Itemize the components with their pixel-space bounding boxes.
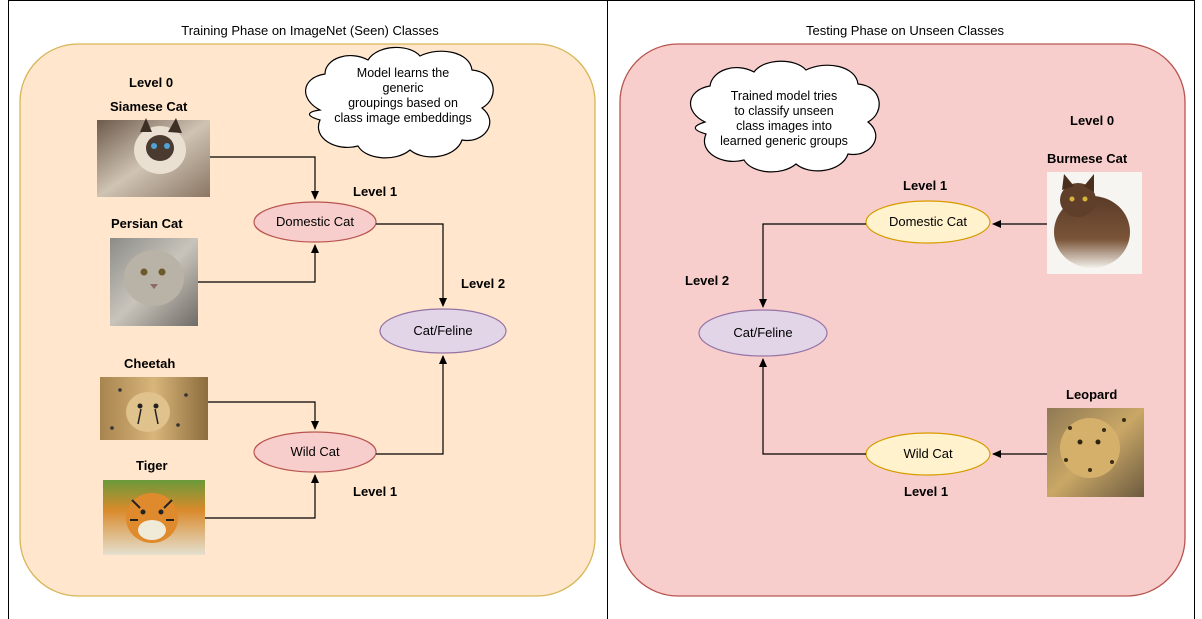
- testing-cloud-line-4: learned generic groups: [720, 134, 848, 148]
- testing-thought-cloud: [689, 60, 880, 173]
- testing-level2-label: Level 2: [685, 273, 730, 288]
- middle-divider: [607, 0, 608, 619]
- testing-level0-label: Level 0: [1070, 113, 1115, 128]
- training-cloud-line-4: class image embeddings: [334, 111, 472, 125]
- training-feline-text: Cat/Feline: [413, 323, 473, 338]
- testing-feline-node: [698, 309, 828, 357]
- right-border: [1194, 0, 1195, 619]
- persian-cat-label: Persian Cat: [111, 216, 183, 231]
- testing-domestic-cat-text: Domestic Cat: [888, 214, 968, 229]
- training-domestic-cat-text: Domestic Cat: [275, 214, 355, 229]
- testing-cloud-text: Trained model tries to classify unseen c…: [714, 89, 854, 149]
- edge-domestic-to-feline: [376, 223, 447, 307]
- training-cloud-line-1: Model learns the: [356, 66, 450, 80]
- training-wild-cat-text: Wild Cat: [290, 444, 340, 459]
- testing-cloud-line-1: Trained model tries: [730, 89, 838, 103]
- testing-panel: [619, 43, 1186, 597]
- cheetah-photo: [100, 377, 208, 440]
- testing-wild-cat-text: Wild Cat: [903, 446, 953, 461]
- edge-domestic-to-feline-test: [759, 223, 866, 308]
- burmese-cat-photo: [1047, 172, 1142, 274]
- edge-siamese-to-domestic: [210, 156, 319, 200]
- testing-cloud-line-3: class images into: [736, 119, 832, 133]
- top-border: [8, 0, 1195, 1]
- edge-cheetah-to-wild: [208, 401, 319, 430]
- testing-cloud-line-2: to classify unseen: [734, 104, 834, 118]
- edge-tiger-to-wild: [205, 474, 319, 519]
- training-level0-label: Level 0: [129, 75, 174, 90]
- siamese-cat-label: Siamese Cat: [110, 99, 188, 114]
- persian-cat-photo: [110, 238, 198, 326]
- training-domestic-cat-node: [253, 201, 377, 243]
- training-wild-cat-node: [253, 431, 377, 473]
- burmese-cat-label: Burmese Cat: [1047, 151, 1128, 166]
- tiger-photo: [103, 480, 205, 555]
- training-cloud-text: Model learns the generic groupings based…: [328, 66, 478, 126]
- testing-title: Testing Phase on Unseen Classes: [805, 23, 1004, 38]
- testing-feline-text: Cat/Feline: [733, 325, 793, 340]
- training-title: Training Phase on ImageNet (Seen) Classe…: [181, 23, 439, 38]
- training-level1-bottom-label: Level 1: [353, 484, 398, 499]
- leopard-label: Leopard: [1066, 387, 1118, 402]
- leopard-photo: [1047, 408, 1144, 497]
- testing-domestic-cat-node: [865, 200, 991, 244]
- tiger-label: Tiger: [136, 458, 168, 473]
- edge-persian-to-domestic: [198, 244, 319, 283]
- training-cloud-line-2: generic: [382, 81, 424, 95]
- testing-level1-bottom-label: Level 1: [904, 484, 949, 499]
- cheetah-label: Cheetah: [124, 356, 176, 371]
- training-feline-node: [379, 308, 507, 354]
- training-level2-label: Level 2: [461, 276, 506, 291]
- training-thought-cloud: [305, 46, 494, 159]
- testing-level1-top-label: Level 1: [903, 178, 948, 193]
- edge-wild-to-feline-test: [759, 358, 866, 455]
- left-border: [8, 0, 9, 619]
- training-level1-top-label: Level 1: [353, 184, 398, 199]
- siamese-cat-photo: [97, 118, 210, 197]
- edge-wild-to-feline: [376, 355, 447, 455]
- training-cloud-line-3: groupings based on: [348, 96, 458, 110]
